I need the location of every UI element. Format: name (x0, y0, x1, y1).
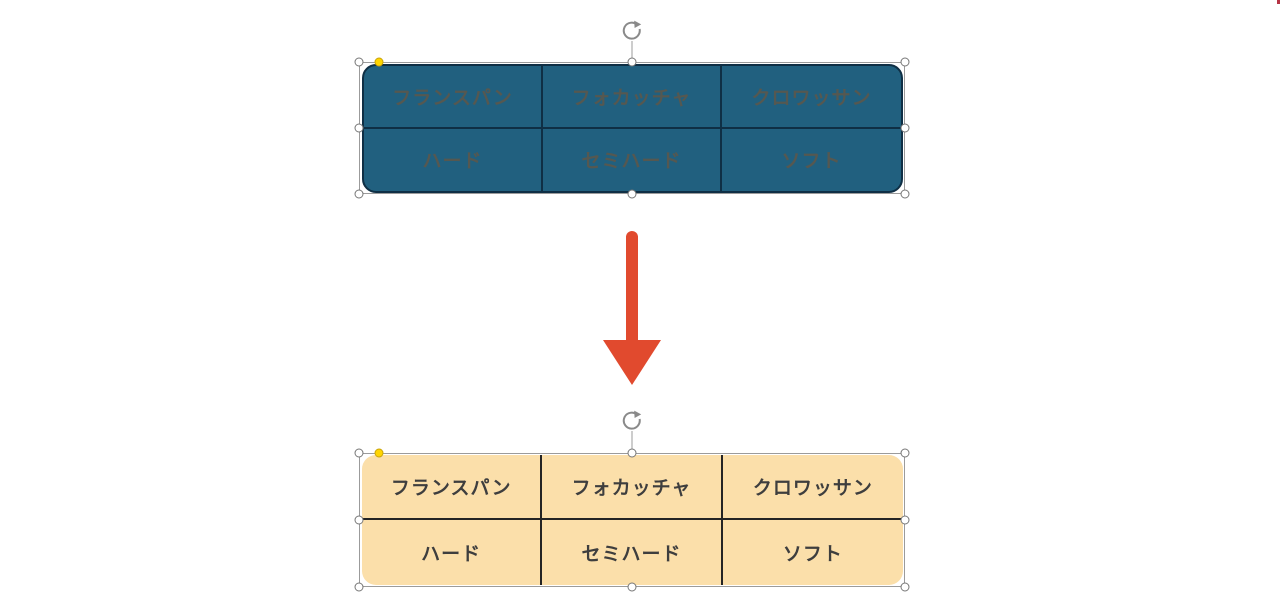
table-cell[interactable]: ソフト (781, 150, 842, 173)
rotate-handle[interactable] (621, 410, 643, 432)
resize-handle-top-right[interactable] (900, 57, 910, 67)
resize-handle-top-center[interactable] (627, 448, 637, 458)
resize-handle-mid-right[interactable] (900, 123, 910, 133)
shape-adjust-handle[interactable] (374, 57, 384, 67)
table-cell[interactable]: フランスパン (362, 455, 543, 520)
table-cell[interactable]: ソフト (782, 543, 843, 565)
table-cell[interactable]: クロワッサン (722, 66, 901, 129)
rotate-icon (622, 20, 642, 40)
resize-handle-mid-left[interactable] (354, 123, 364, 133)
table-cell[interactable]: フォカッチャ (543, 66, 722, 129)
bread-table-before[interactable]: フランスパン フォカッチャ クロワッサン ハード セミハード ソフト (362, 64, 903, 193)
corner-ui-fragment (1277, 0, 1280, 4)
rotate-handle[interactable] (621, 20, 643, 42)
resize-handle-bottom-left[interactable] (354, 189, 364, 199)
resize-handle-bottom-right[interactable] (900, 582, 910, 592)
resize-handle-top-center[interactable] (627, 57, 637, 67)
shape-adjust-handle[interactable] (374, 448, 384, 458)
resize-handle-bottom-right[interactable] (900, 189, 910, 199)
table-cell[interactable]: フォカッチャ (542, 455, 723, 520)
resize-handle-top-left[interactable] (354, 57, 364, 67)
table-cell[interactable]: ハード (362, 520, 543, 585)
resize-handle-top-right[interactable] (900, 448, 910, 458)
table-cell[interactable]: クロワッサン (722, 455, 903, 520)
rotate-stem (631, 41, 633, 62)
resize-handle-mid-left[interactable] (354, 515, 364, 525)
table-cell[interactable]: フランスパン (364, 66, 543, 129)
resize-handle-bottom-center[interactable] (627, 582, 637, 592)
table-cell[interactable]: ハード (364, 128, 543, 191)
down-arrow[interactable] (598, 226, 666, 388)
rotate-stem (631, 431, 633, 453)
table-cell[interactable]: セミハード (542, 520, 723, 585)
table-cell[interactable]: セミハード (543, 128, 722, 191)
resize-handle-bottom-left[interactable] (354, 582, 364, 592)
resize-handle-mid-right[interactable] (900, 515, 910, 525)
resize-handle-bottom-center[interactable] (627, 189, 637, 199)
rotate-icon (622, 410, 642, 430)
bread-table-after[interactable]: フランスパン フォカッチャ クロワッサン ハード セミハード ソフト (362, 455, 903, 585)
resize-handle-top-left[interactable] (354, 448, 364, 458)
